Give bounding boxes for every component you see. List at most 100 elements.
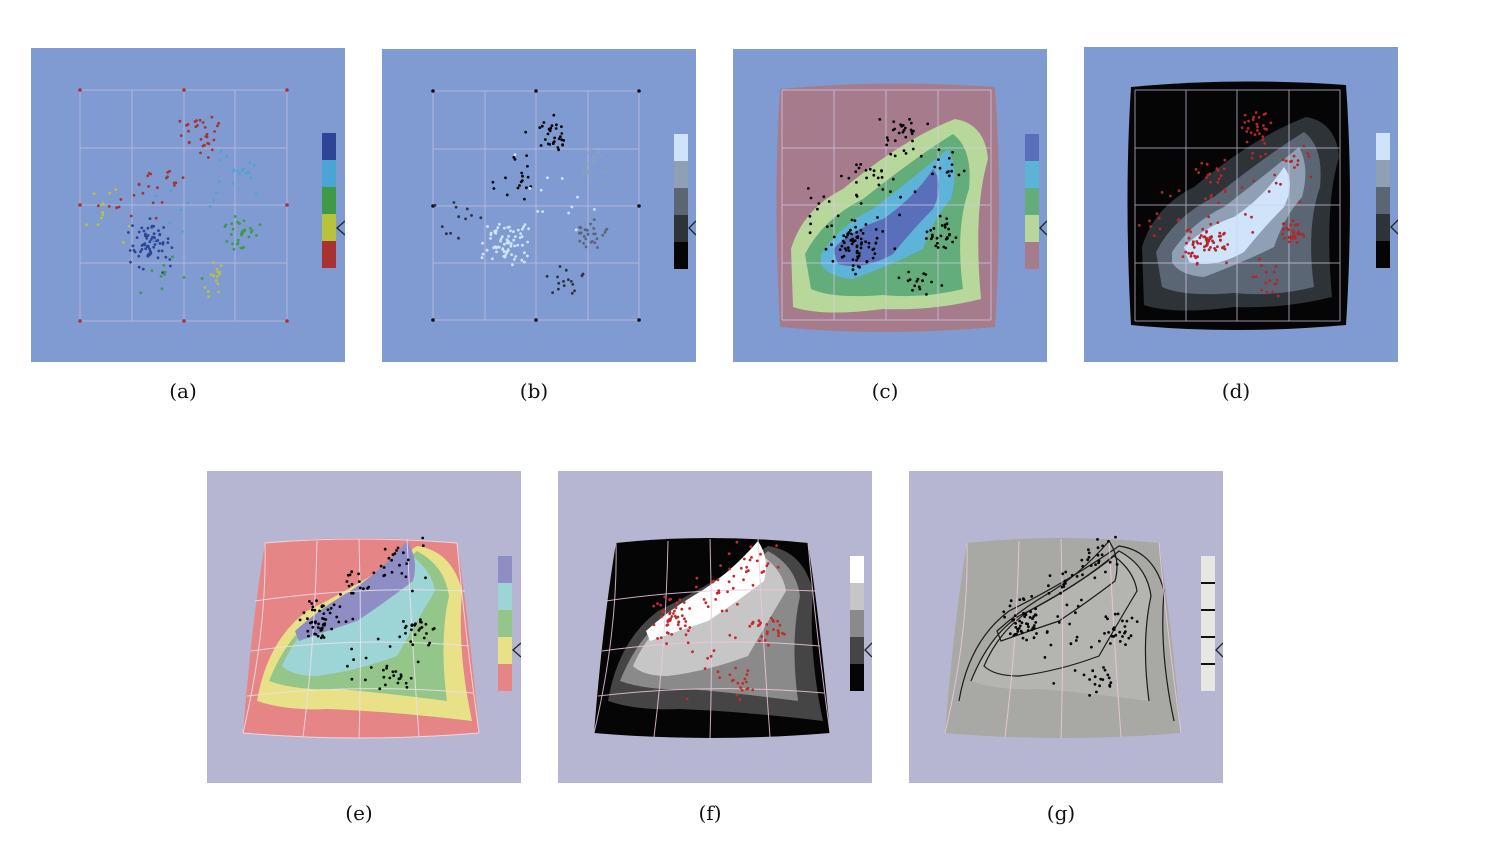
data-point bbox=[322, 612, 326, 615]
data-point bbox=[931, 172, 934, 176]
data-point bbox=[150, 225, 154, 229]
data-point bbox=[1082, 673, 1086, 677]
data-point bbox=[1302, 144, 1306, 148]
data-point bbox=[809, 196, 813, 200]
data-point bbox=[519, 232, 522, 236]
data-point bbox=[1112, 626, 1116, 629]
data-point bbox=[516, 228, 520, 232]
data-point bbox=[413, 623, 417, 627]
data-point bbox=[695, 576, 699, 580]
data-point bbox=[159, 274, 163, 278]
point-cluster bbox=[433, 201, 483, 240]
data-point bbox=[777, 631, 780, 635]
data-point bbox=[1069, 642, 1073, 646]
data-point bbox=[1104, 570, 1107, 574]
data-point bbox=[859, 246, 863, 250]
panel-b-image bbox=[382, 49, 696, 362]
point-cluster bbox=[1273, 144, 1313, 186]
data-point bbox=[101, 213, 105, 217]
data-point bbox=[411, 589, 414, 593]
data-point bbox=[129, 214, 133, 218]
data-point bbox=[156, 256, 160, 260]
data-point bbox=[748, 624, 752, 628]
data-point bbox=[719, 564, 722, 567]
data-point bbox=[844, 235, 848, 239]
data-point bbox=[1008, 632, 1012, 636]
data-point bbox=[168, 221, 172, 225]
data-point bbox=[554, 127, 558, 130]
data-point bbox=[391, 553, 395, 557]
data-point bbox=[157, 249, 161, 253]
data-point bbox=[550, 124, 554, 128]
data-point bbox=[864, 168, 868, 172]
data-point bbox=[217, 121, 221, 125]
data-point bbox=[382, 668, 385, 672]
caption-a: (a) bbox=[169, 379, 197, 403]
data-point bbox=[569, 280, 573, 283]
data-point bbox=[592, 218, 596, 222]
data-point bbox=[427, 643, 430, 647]
data-point bbox=[849, 228, 852, 232]
data-point bbox=[683, 624, 687, 628]
data-point bbox=[400, 572, 404, 575]
data-point bbox=[1101, 544, 1104, 548]
data-point bbox=[1047, 591, 1051, 595]
panel-g-image bbox=[909, 471, 1223, 783]
data-point bbox=[166, 237, 170, 241]
data-point bbox=[1087, 555, 1091, 559]
data-point bbox=[527, 227, 530, 231]
data-point bbox=[1107, 631, 1110, 634]
data-point bbox=[1199, 234, 1203, 237]
data-point bbox=[410, 628, 413, 632]
data-point bbox=[160, 249, 164, 253]
data-point bbox=[503, 242, 506, 246]
data-point bbox=[449, 231, 452, 235]
data-point bbox=[727, 580, 731, 584]
data-point bbox=[163, 270, 167, 274]
data-point bbox=[1274, 181, 1278, 185]
data-point bbox=[1223, 231, 1226, 235]
data-point bbox=[938, 214, 942, 218]
data-point bbox=[1264, 152, 1267, 156]
data-point bbox=[1021, 636, 1025, 640]
data-point bbox=[1263, 142, 1266, 145]
data-point bbox=[1035, 632, 1038, 635]
data-point bbox=[855, 193, 858, 197]
data-point bbox=[247, 171, 251, 174]
data-point bbox=[391, 670, 395, 674]
data-point bbox=[525, 254, 529, 258]
data-point bbox=[772, 620, 775, 623]
data-point bbox=[1191, 243, 1195, 247]
point-cluster bbox=[1082, 666, 1113, 697]
data-point bbox=[328, 611, 332, 615]
data-point bbox=[1219, 239, 1222, 242]
data-point bbox=[855, 230, 859, 234]
data-point bbox=[847, 249, 851, 253]
data-point bbox=[951, 240, 954, 244]
data-point bbox=[859, 228, 863, 232]
data-point bbox=[346, 664, 349, 668]
data-point bbox=[1061, 572, 1065, 576]
data-point bbox=[1148, 219, 1151, 223]
data-point bbox=[892, 120, 896, 124]
data-point bbox=[1244, 213, 1247, 216]
data-point bbox=[329, 606, 333, 610]
data-point bbox=[599, 155, 603, 158]
data-point bbox=[516, 186, 520, 190]
data-point bbox=[240, 232, 243, 236]
data-point bbox=[921, 279, 924, 283]
data-point bbox=[496, 226, 500, 230]
data-point bbox=[850, 242, 854, 246]
data-point bbox=[749, 545, 753, 549]
point-cluster bbox=[925, 214, 958, 250]
data-point bbox=[1109, 681, 1113, 684]
data-point bbox=[930, 280, 933, 284]
data-point bbox=[232, 247, 236, 251]
data-point bbox=[578, 239, 582, 243]
data-point bbox=[587, 169, 591, 173]
data-point bbox=[881, 188, 885, 191]
data-point bbox=[1123, 625, 1127, 628]
data-point bbox=[855, 245, 859, 249]
data-point bbox=[542, 121, 546, 124]
data-point bbox=[330, 627, 333, 631]
